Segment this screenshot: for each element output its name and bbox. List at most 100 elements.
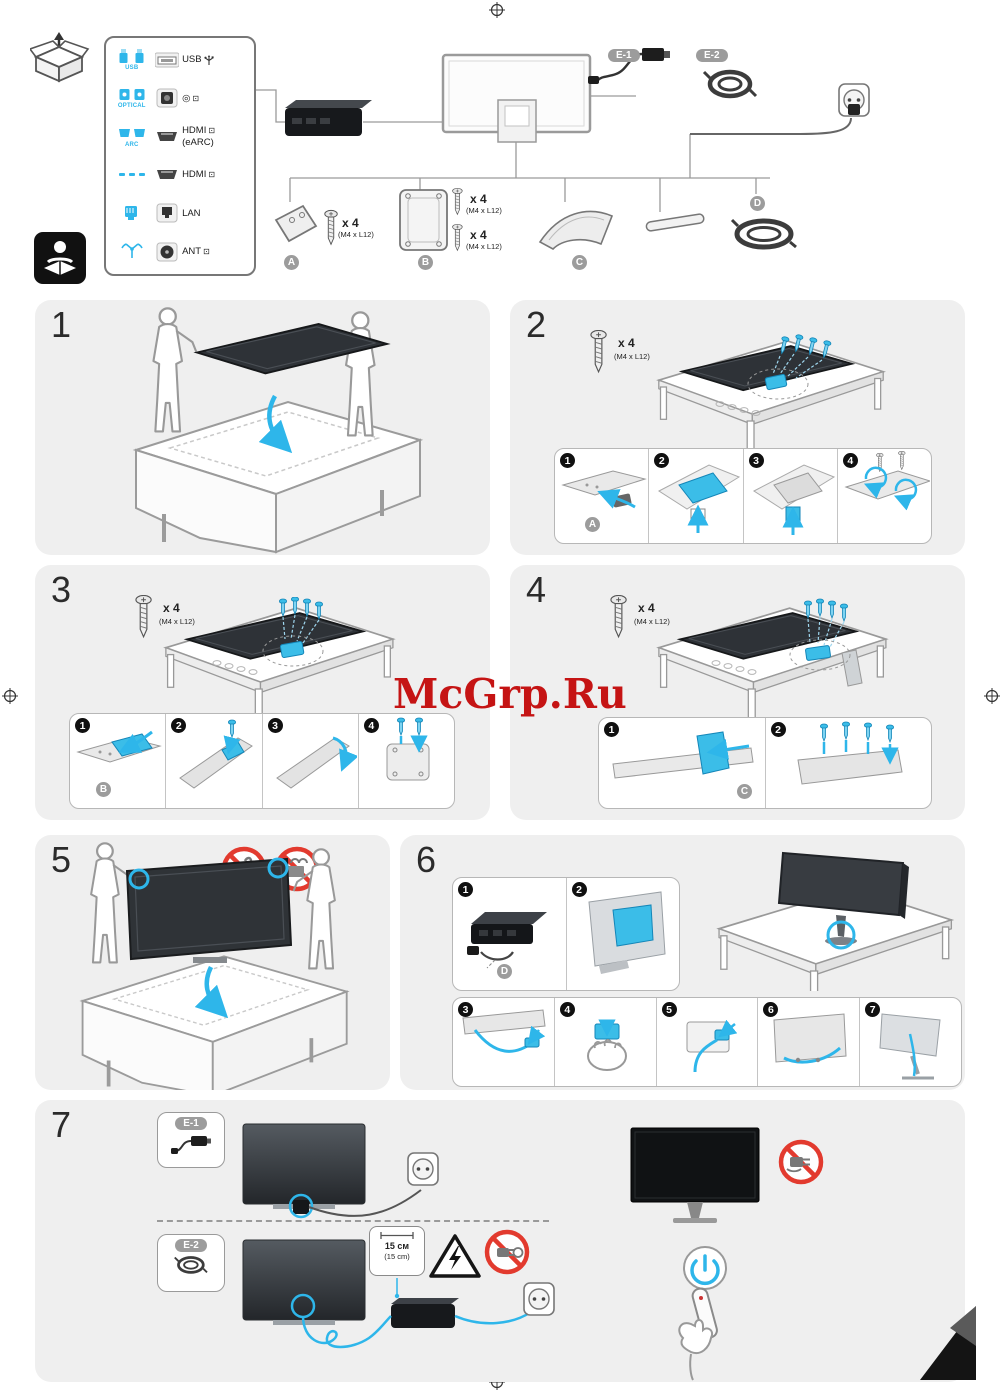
input-icon: ⊡: [203, 247, 210, 256]
tv-back-panel-art: [587, 891, 666, 974]
substep-1-badge: 1: [560, 453, 575, 468]
substep-cell-4: 4: [555, 998, 657, 1086]
substep-art: [275, 736, 357, 789]
substep-cell-5: 5: [657, 998, 759, 1086]
port-text: USB: [182, 54, 248, 65]
substeps-panel: 1 C 2: [598, 717, 932, 809]
stand-highlight: [826, 920, 856, 950]
substep-art: [879, 1013, 941, 1080]
power-cord: [690, 117, 852, 135]
tv-back-with-box: [242, 1239, 366, 1325]
optical-port-icon: [155, 88, 180, 108]
part-c-badge: C: [572, 255, 587, 270]
substep-art: [76, 730, 162, 763]
distance-bracket-icon: [380, 1232, 414, 1239]
substeps-panel: 1 A 2 3 4: [554, 448, 932, 544]
substep-cell-6: 6: [758, 998, 861, 1086]
watermark: McGrp.Ru: [393, 670, 627, 718]
screw-size-label: (M4 x L12): [338, 230, 374, 239]
hole-pattern: [715, 401, 761, 416]
hdmi-plug-icon: [118, 128, 145, 137]
distance-value-alt: (15 cm): [384, 1252, 410, 1261]
port-label: ARC: [124, 141, 139, 148]
substep-2-badge: 2: [571, 882, 587, 897]
port-row-optical: OPTICAL ◎⊡: [112, 79, 248, 117]
substep-2-badge: 2: [770, 722, 786, 737]
part-d-badge: D: [497, 964, 512, 979]
usb-port-icon: [154, 51, 180, 69]
port-label: OPTICAL: [117, 103, 146, 110]
power-cable: [454, 1310, 532, 1325]
power-button: [683, 1246, 727, 1290]
substep-art: [561, 470, 647, 509]
cable-e2-badge: E-2: [175, 1239, 207, 1252]
port-text: ANT⊡: [182, 246, 210, 258]
no-extension-cord-sign: [487, 1232, 527, 1272]
substep-cell-2: 2: [567, 878, 680, 990]
lift-tv-illustration: [134, 307, 422, 554]
electric-shock-warning-icon: [429, 1234, 481, 1278]
substeps-panel: 1 B 2 3 4: [69, 713, 455, 809]
one-connect-box: [391, 1298, 459, 1328]
input-icon: ⊡: [208, 170, 216, 180]
usb-symbol-icon: [204, 54, 214, 65]
substep-1-badge: 1: [458, 882, 473, 897]
section-4: 4 x 4 (M4 x L12) 1 C 2: [510, 565, 965, 820]
substep-6-badge: 6: [763, 1002, 779, 1017]
cable-e2-box: E-2: [157, 1234, 225, 1292]
connection-illustrations: [242, 1123, 965, 1381]
substep-cell-2: 2: [766, 718, 932, 808]
hdmi-port-icon: [155, 130, 180, 144]
screw-qty-label: x 4: [342, 216, 359, 230]
screws-into-tv: [278, 597, 324, 644]
grip-highlight: [267, 857, 289, 879]
plate-part-b: [399, 189, 448, 251]
read-manual-icon: [34, 232, 86, 284]
place-down-arrow: [194, 965, 229, 1019]
substep-cell-3: 3: [263, 714, 359, 808]
screw-qty-label: x 4: [638, 601, 655, 615]
screw-qty-label: x 4: [470, 192, 487, 206]
optical-out-icon: ◎: [182, 92, 191, 104]
no-unplug-while-on-sign: [781, 1142, 821, 1182]
dongle-highlight: [288, 1193, 314, 1219]
substep-cell-4: 4: [359, 714, 454, 808]
place-down-arrow: [258, 394, 293, 454]
substep-3-badge: 3: [267, 718, 283, 733]
substep-4-badge: 4: [842, 453, 858, 468]
input-icon: ⊡: [192, 93, 200, 103]
person-figure: [90, 842, 134, 964]
substep-cell-3: 3: [453, 998, 555, 1086]
screw-size-label: (M4 x L12): [159, 617, 195, 626]
section-7: 7 E-1 E-2 15 см (15 cm): [35, 1100, 965, 1382]
port-label: USB: [125, 65, 139, 72]
adapter-cable-e1-icon: [171, 1136, 211, 1154]
ant-port-icon: [155, 242, 180, 262]
substeps-panel-bottom: 3 4 5 6 7: [452, 997, 962, 1087]
hand-with-remote: [678, 1287, 718, 1381]
coiled-cable-e2-icon: [704, 72, 756, 96]
one-connect-with-cable-art: [467, 912, 547, 969]
substep-cell-2: 2: [166, 714, 263, 808]
tv-facedown-illustration: [658, 598, 887, 719]
substep-art: [844, 451, 930, 511]
cable-e1-badge: E-1: [175, 1117, 207, 1130]
connection-lines: [256, 89, 770, 212]
screw-qty-label: x 4: [163, 601, 180, 615]
port-text: HDMI⊡: [182, 169, 216, 181]
power-outlet-icon: [838, 83, 870, 117]
port-row-ant: ANT⊡: [112, 233, 248, 271]
part-d-badge: D: [750, 196, 765, 211]
cable-e1-badge: E-1: [608, 49, 640, 62]
section-7-number: 7: [51, 1104, 72, 1145]
registration-mark: [984, 688, 1000, 704]
tv-back-outline: [441, 53, 592, 143]
substep-1-badge: 1: [604, 722, 619, 737]
substep-art: [686, 1019, 737, 1073]
cable-e1-box: E-1: [157, 1112, 225, 1168]
zoom-ellipse: [789, 639, 851, 671]
substep-cell-1: 1 C: [599, 718, 766, 808]
part-b-badge: B: [96, 782, 111, 797]
substep-cell-4: 4: [838, 449, 931, 543]
substep-5-badge: 5: [661, 1002, 677, 1017]
